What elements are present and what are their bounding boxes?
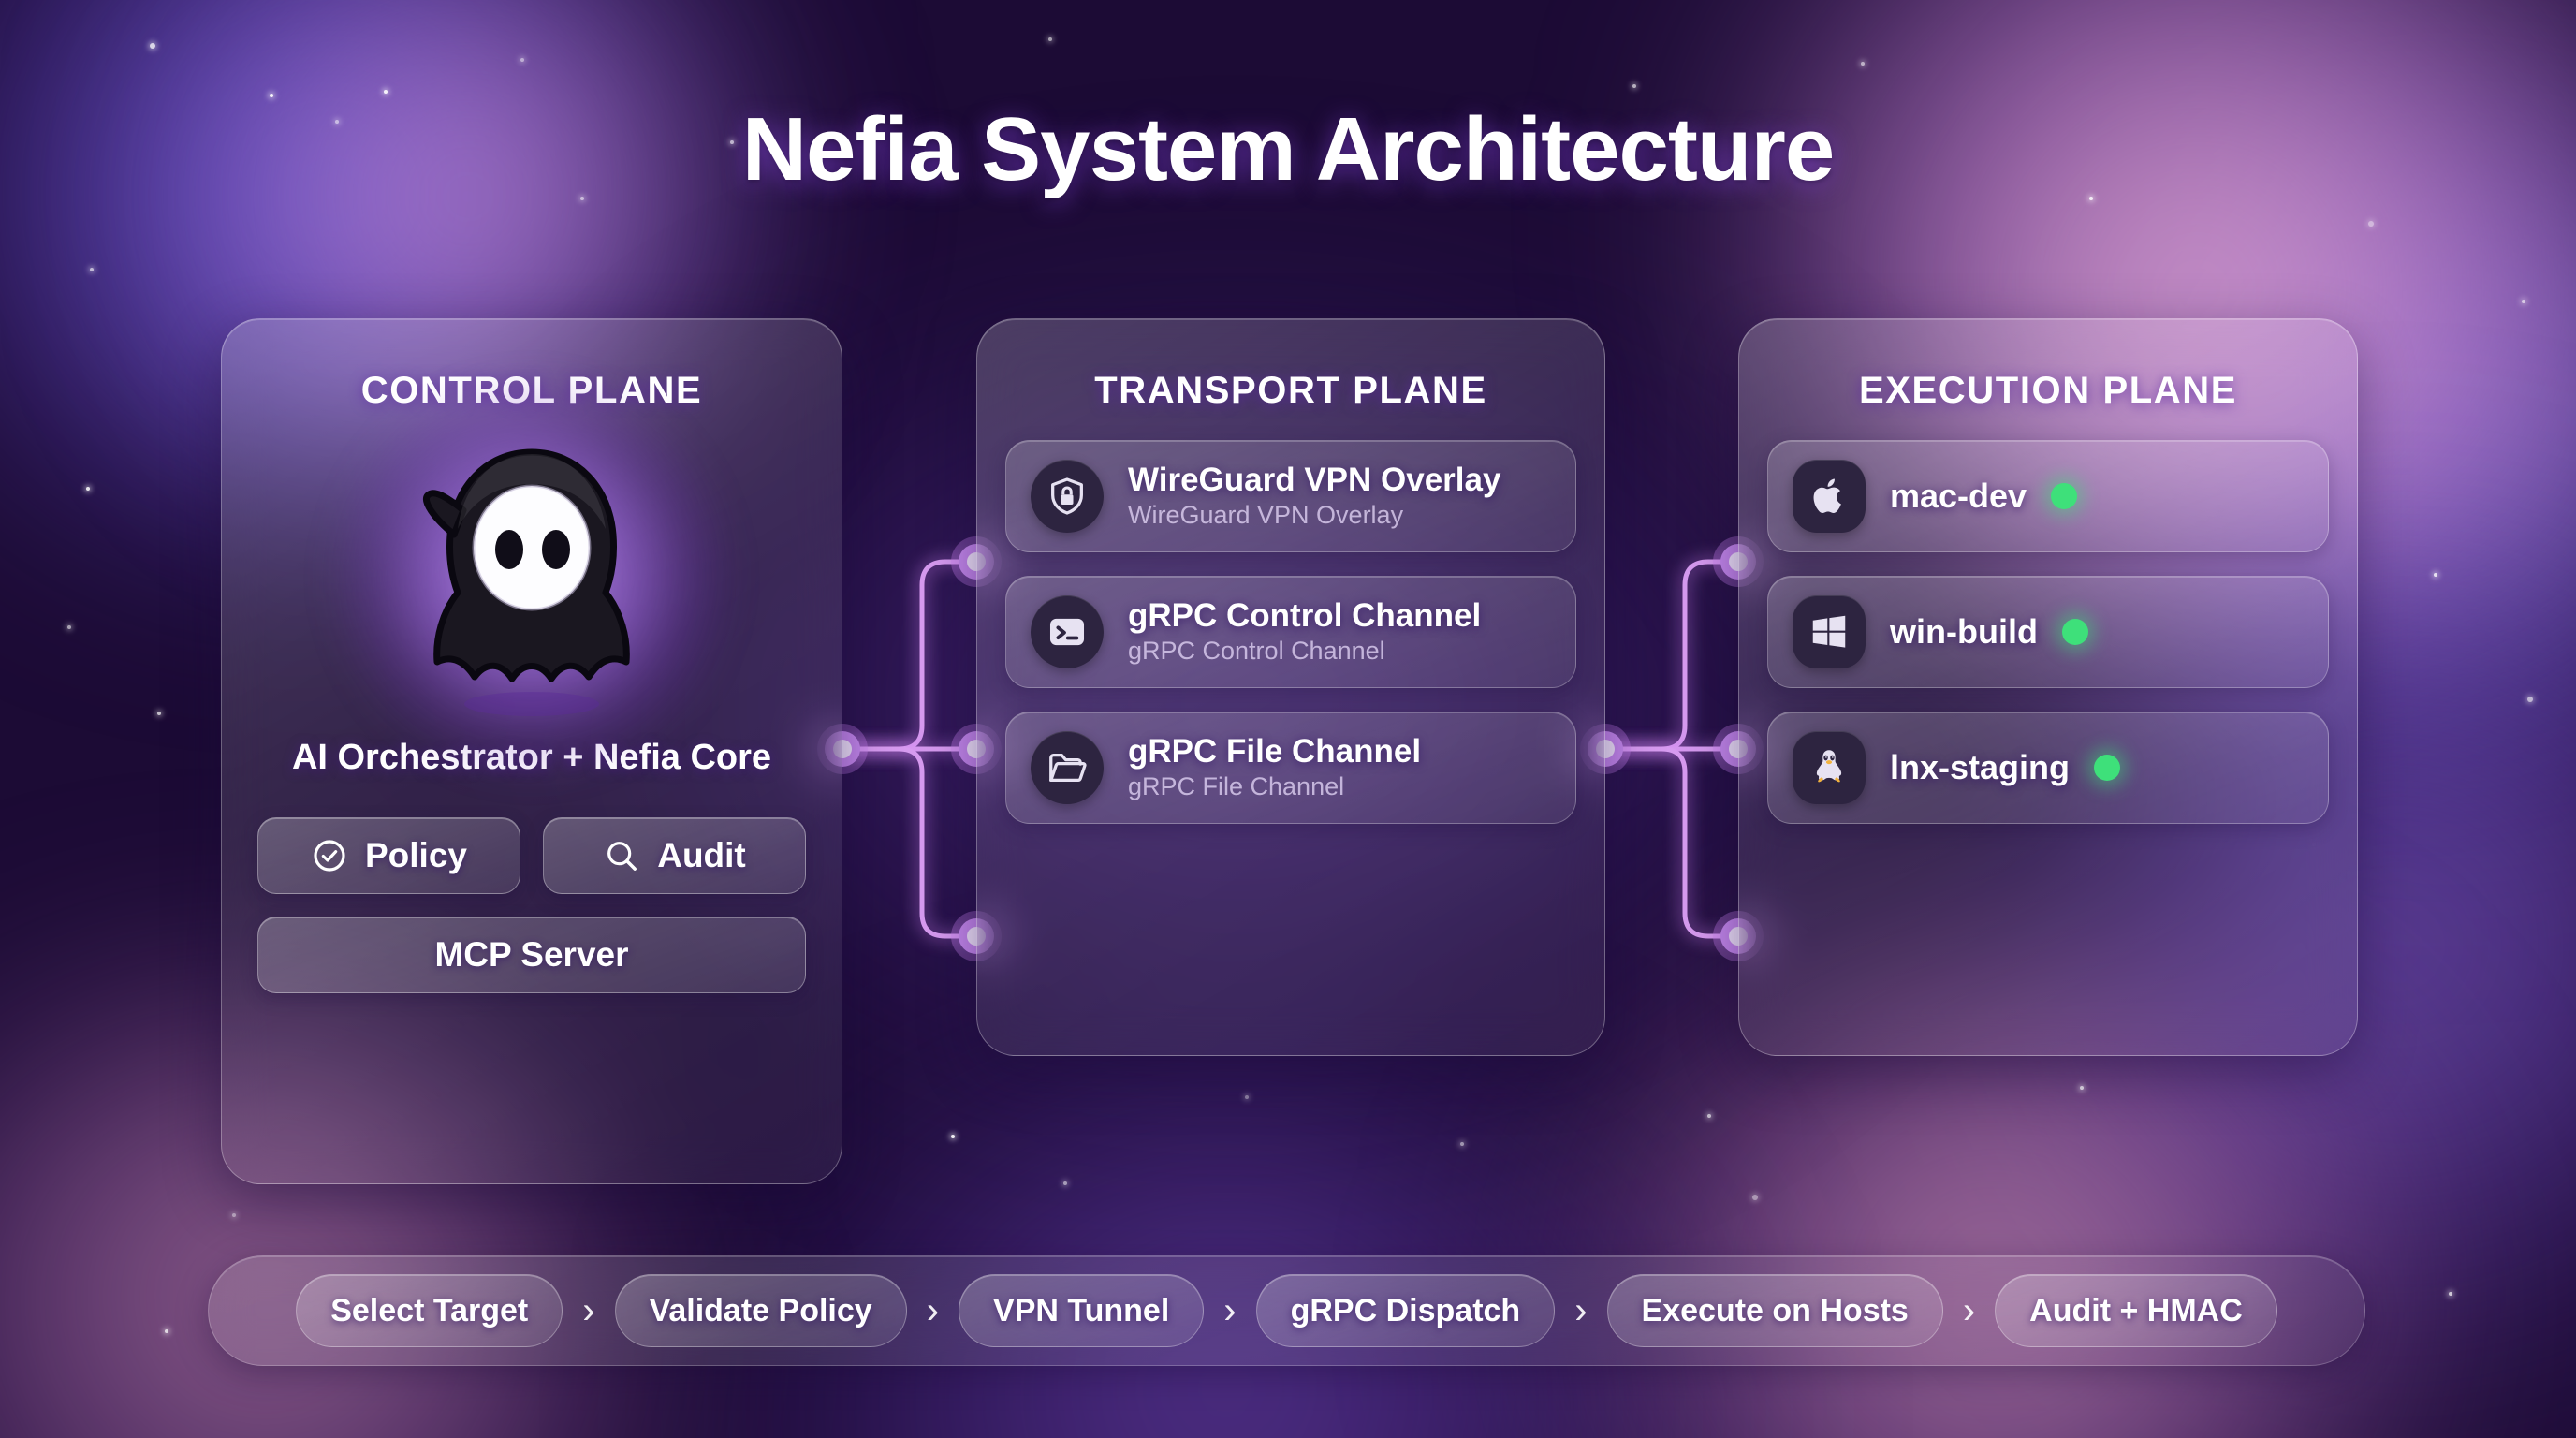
shield-lock-icon <box>1046 475 1089 518</box>
transport-row-wireguard[interactable]: WireGuard VPN Overlay WireGuard VPN Over… <box>1005 440 1576 552</box>
transport-row-text: gRPC Control Channel gRPC Control Channe… <box>1128 597 1551 667</box>
execution-row-lnx-staging[interactable]: lnx-staging <box>1767 712 2329 824</box>
folder-open-icon <box>1046 746 1089 789</box>
mascot-container <box>222 423 842 732</box>
control-plane-panel: CONTROL PLANE AI Orchestrator + Nefia Co… <box>221 318 842 1184</box>
status-dot-online <box>2062 619 2088 645</box>
shield-lock-badge <box>1031 460 1104 533</box>
execution-plane-title: EXECUTION PLANE <box>1739 370 2357 412</box>
linux-penguin-icon <box>1808 746 1851 789</box>
connectors-control-to-transport <box>842 562 976 936</box>
pipeline-step-validate-policy[interactable]: Validate Policy <box>615 1274 907 1347</box>
pipeline-step-audit-hmac[interactable]: Audit + HMAC <box>1995 1274 2277 1347</box>
connectors-transport-to-execution <box>1605 562 1738 936</box>
transport-row-text: gRPC File Channel gRPC File Channel <box>1128 733 1551 802</box>
chevron-right-icon: › <box>1943 1292 1995 1329</box>
transport-row-title: gRPC File Channel <box>1128 733 1551 770</box>
transport-row-subtitle: WireGuard VPN Overlay <box>1128 500 1551 530</box>
status-dot-online <box>2094 755 2120 781</box>
execution-host-name: mac-dev <box>1890 477 2027 516</box>
execution-row-mac-dev[interactable]: mac-dev <box>1767 440 2329 552</box>
pipeline-step-grpc-dispatch[interactable]: gRPC Dispatch <box>1256 1274 1556 1347</box>
mcp-server-button[interactable]: MCP Server <box>257 917 806 993</box>
execution-host-name: win-build <box>1890 612 2038 652</box>
magnifier-icon <box>603 837 640 874</box>
pipeline-bar: Select Target › Validate Policy › VPN Tu… <box>208 1255 2365 1366</box>
transport-row-subtitle: gRPC File Channel <box>1128 771 1551 801</box>
status-dot-online <box>2051 483 2077 509</box>
windows-icon <box>1808 610 1851 653</box>
windows-badge <box>1793 595 1866 668</box>
transport-row-text: WireGuard VPN Overlay WireGuard VPN Over… <box>1128 462 1551 531</box>
transport-row-grpc-control[interactable]: gRPC Control Channel gRPC Control Channe… <box>1005 576 1576 688</box>
mcp-server-button-label: MCP Server <box>434 935 628 975</box>
chevron-right-icon: › <box>1204 1292 1255 1329</box>
hooded-reaper-mascot-icon <box>396 437 667 718</box>
check-circle-icon <box>311 837 348 874</box>
transport-row-title: gRPC Control Channel <box>1128 597 1551 634</box>
audit-button-label: Audit <box>657 836 746 875</box>
execution-plane-panel: EXECUTION PLANE mac-dev <box>1738 318 2358 1056</box>
terminal-badge <box>1031 595 1104 668</box>
execution-host-name: lnx-staging <box>1890 748 2070 787</box>
transport-row-grpc-file[interactable]: gRPC File Channel gRPC File Channel <box>1005 712 1576 824</box>
folder-open-badge <box>1031 731 1104 804</box>
transport-plane-panel: TRANSPORT PLANE WireGuard VPN Overlay Wi… <box>976 318 1605 1056</box>
transport-row-title: WireGuard VPN Overlay <box>1128 462 1551 498</box>
page-title: Nefia System Architecture <box>0 98 2576 201</box>
linux-penguin-badge <box>1793 731 1866 804</box>
transport-row-list: WireGuard VPN Overlay WireGuard VPN Over… <box>977 412 1604 824</box>
execution-row-list: mac-dev win-build <box>1739 412 2357 824</box>
terminal-icon <box>1046 610 1089 653</box>
chevron-right-icon: › <box>1555 1292 1606 1329</box>
execution-row-win-build[interactable]: win-build <box>1767 576 2329 688</box>
transport-row-subtitle: gRPC Control Channel <box>1128 636 1551 666</box>
transport-plane-title: TRANSPORT PLANE <box>977 370 1604 412</box>
chevron-right-icon: › <box>563 1292 614 1329</box>
audit-button[interactable]: Audit <box>543 817 806 894</box>
apple-badge <box>1793 460 1866 533</box>
control-button-row: Policy Audit <box>222 817 842 894</box>
policy-button-label: Policy <box>365 836 467 875</box>
chevron-right-icon: › <box>907 1292 959 1329</box>
pipeline-step-execute-on-hosts[interactable]: Execute on Hosts <box>1607 1274 1943 1347</box>
policy-button[interactable]: Policy <box>257 817 520 894</box>
pipeline-step-select-target[interactable]: Select Target <box>296 1274 563 1347</box>
pipeline-step-vpn-tunnel[interactable]: VPN Tunnel <box>959 1274 1204 1347</box>
apple-icon <box>1808 475 1851 518</box>
